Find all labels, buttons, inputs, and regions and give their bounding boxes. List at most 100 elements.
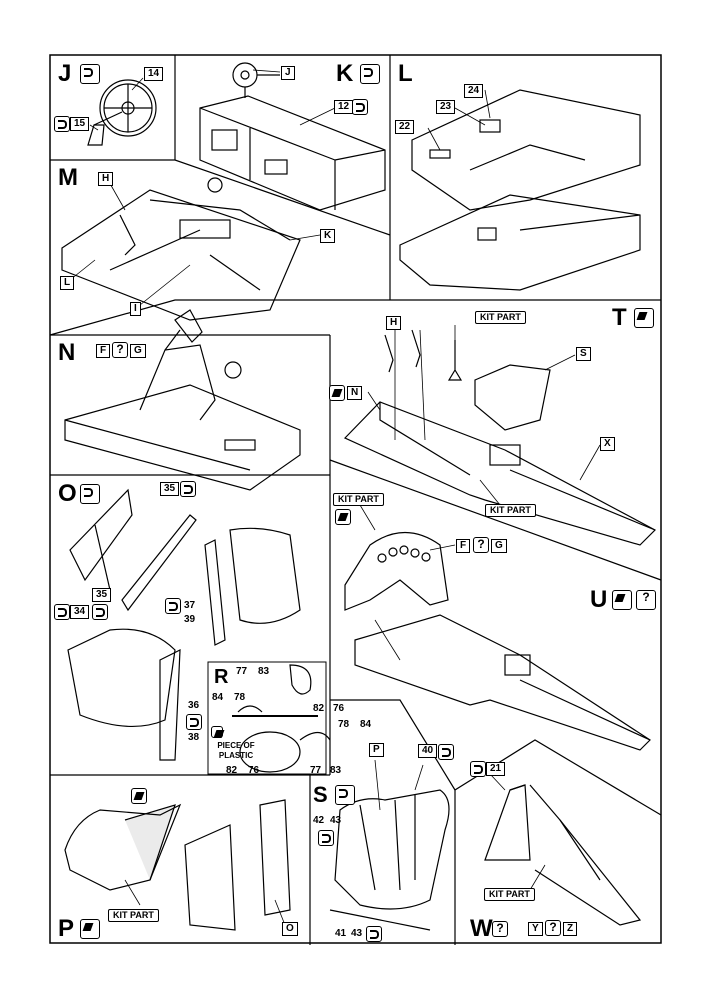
rotate-icon bbox=[360, 64, 380, 84]
kit-part-tag-bottom: KIT PART bbox=[485, 504, 536, 517]
ref-f-u: F bbox=[456, 539, 471, 553]
step-k-letter: K bbox=[336, 60, 354, 87]
part-82-right: 82 bbox=[313, 703, 325, 714]
step-m-drawing bbox=[61, 177, 301, 321]
part-21: 21 bbox=[486, 762, 506, 776]
ref-f: F bbox=[96, 344, 111, 358]
leader-lines bbox=[69, 69, 601, 926]
ref-j: J bbox=[281, 66, 295, 80]
rotate-icon bbox=[54, 116, 70, 132]
kit-part-tag-top: KIT PART bbox=[475, 311, 526, 324]
optional-icon bbox=[473, 537, 489, 553]
optional-icon bbox=[112, 342, 128, 358]
step-o-drawing bbox=[67, 488, 301, 761]
rotate-icon bbox=[438, 744, 454, 760]
ref-h: H bbox=[98, 172, 114, 186]
step-l-drawing bbox=[399, 89, 641, 291]
part-82-bottom: 82 bbox=[226, 765, 238, 776]
paint-icon bbox=[634, 308, 654, 328]
ref-p: P bbox=[369, 743, 384, 757]
step-u-drawing bbox=[344, 532, 651, 751]
sheet-border bbox=[49, 54, 662, 944]
rotate-icon bbox=[80, 484, 100, 504]
rotate-icon bbox=[54, 604, 70, 620]
part-77-bottom: 77 bbox=[310, 765, 322, 776]
part-24: 24 bbox=[464, 84, 484, 98]
rotate-icon bbox=[92, 604, 108, 620]
step-u-letter: U bbox=[590, 586, 608, 613]
part-78-right: 78 bbox=[338, 719, 350, 730]
paint-icon bbox=[211, 726, 223, 738]
optional-icon bbox=[636, 590, 656, 610]
part-15: 15 bbox=[70, 117, 90, 131]
step-w-letter: W bbox=[470, 915, 493, 942]
part-78: 78 bbox=[234, 692, 246, 703]
part-43: 43 bbox=[330, 815, 342, 826]
ref-i: I bbox=[130, 302, 141, 316]
optional-icon bbox=[545, 920, 561, 936]
ref-o: O bbox=[282, 922, 298, 936]
panel-dividers bbox=[49, 55, 662, 945]
ref-z: Z bbox=[563, 922, 578, 936]
step-p-letter: P bbox=[58, 915, 75, 942]
piece-of-plastic-label: PIECE OF PLASTIC bbox=[217, 741, 255, 760]
step-r-letter: R bbox=[214, 666, 229, 688]
rotate-icon bbox=[318, 830, 334, 846]
ref-x: X bbox=[600, 437, 615, 451]
kit-part-tag-w: KIT PART bbox=[484, 888, 535, 901]
ref-g: G bbox=[130, 344, 146, 358]
step-l-letter: L bbox=[398, 60, 413, 87]
part-77: 77 bbox=[236, 666, 248, 677]
part-23: 23 bbox=[436, 100, 456, 114]
part-41: 41 bbox=[335, 928, 347, 939]
part-40: 40 bbox=[418, 744, 438, 758]
ref-g-u: G bbox=[491, 539, 507, 553]
step-m-letter: M bbox=[58, 164, 78, 191]
rotate-icon bbox=[352, 99, 368, 115]
rotate-icon bbox=[186, 714, 202, 730]
rotate-icon bbox=[180, 481, 196, 497]
part-14: 14 bbox=[144, 67, 164, 81]
step-t-drawing bbox=[343, 329, 656, 546]
part-22: 22 bbox=[395, 120, 415, 134]
step-j-drawing bbox=[87, 79, 157, 146]
part-35-top: 35 bbox=[160, 482, 180, 496]
step-n-letter: N bbox=[58, 339, 76, 366]
paint-icon bbox=[329, 385, 345, 401]
step-s-letter: S bbox=[313, 782, 328, 807]
kit-part-tag-u: KIT PART bbox=[333, 493, 384, 506]
part-43-bottom: 43 bbox=[351, 928, 363, 939]
part-39: 39 bbox=[184, 614, 196, 625]
part-84-right: 84 bbox=[360, 719, 372, 730]
rotate-icon bbox=[366, 926, 382, 942]
ref-y: Y bbox=[528, 922, 543, 936]
paint-icon bbox=[80, 919, 100, 939]
step-p-drawing bbox=[64, 799, 291, 931]
paint-icon bbox=[131, 788, 147, 804]
part-12: 12 bbox=[334, 100, 354, 114]
step-s-drawing bbox=[329, 789, 450, 931]
part-76-bottom: 76 bbox=[248, 765, 260, 776]
step-k-drawing bbox=[199, 62, 386, 211]
part-37: 37 bbox=[184, 600, 196, 611]
ref-l: L bbox=[60, 276, 75, 290]
ref-n: N bbox=[347, 386, 363, 400]
part-34: 34 bbox=[70, 605, 90, 619]
step-t-letter: T bbox=[612, 304, 627, 331]
step-j-letter: J bbox=[58, 60, 72, 87]
paint-icon bbox=[612, 590, 632, 610]
part-83: 83 bbox=[258, 666, 270, 677]
ref-h-t: H bbox=[386, 316, 402, 330]
rotate-icon bbox=[470, 761, 486, 777]
part-83-bottom: 83 bbox=[330, 765, 342, 776]
kit-part-tag: KIT PART bbox=[108, 909, 159, 922]
part-38: 38 bbox=[188, 732, 200, 743]
ref-s: S bbox=[576, 347, 591, 361]
part-36: 36 bbox=[188, 700, 200, 711]
ref-k: K bbox=[320, 229, 336, 243]
part-76-right: 76 bbox=[333, 703, 345, 714]
rotate-icon bbox=[335, 785, 355, 805]
optional-icon bbox=[492, 921, 508, 937]
rotate-icon bbox=[80, 64, 100, 84]
